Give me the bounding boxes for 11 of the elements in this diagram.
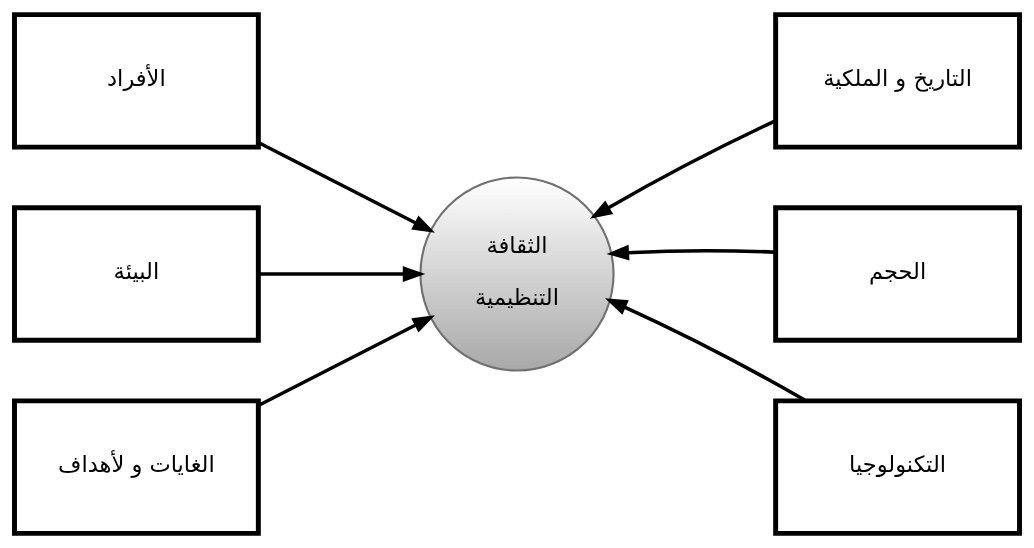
node-box: الغايات و لأهداف: [12, 398, 261, 536]
node-box: الحجم: [773, 205, 1022, 343]
arrow: [257, 315, 435, 408]
node-box: التكنولوجيا: [773, 398, 1022, 536]
arrow: [606, 244, 776, 261]
node-box: البيئة: [12, 205, 261, 343]
node-box: الأفراد: [12, 12, 261, 150]
arrow: [258, 266, 426, 282]
node-box: التاريخ و الملكية: [773, 12, 1022, 150]
arrow: [589, 119, 777, 219]
arrow: [257, 140, 435, 233]
